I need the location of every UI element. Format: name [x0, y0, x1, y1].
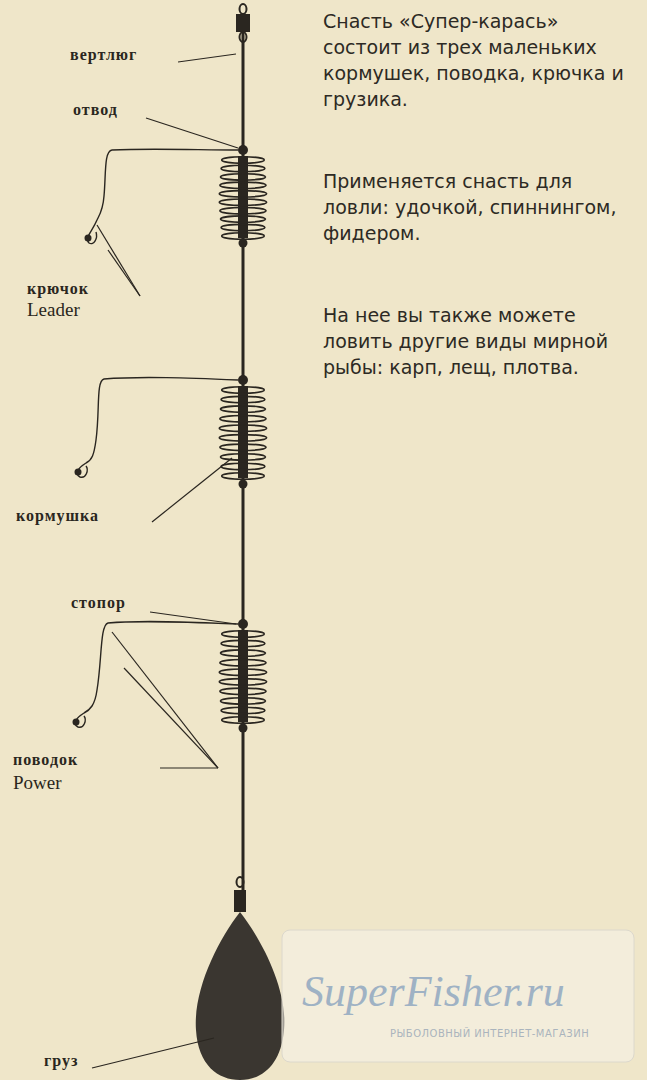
coil-winding [220, 688, 266, 694]
coil-winding [222, 387, 265, 393]
part-name: Leader [27, 300, 147, 320]
part-name: Power [13, 773, 133, 793]
part-name: отвод [73, 101, 153, 119]
coil-winding [222, 717, 265, 723]
note-text: Применяется снасть для ловли: удочкой, с… [323, 168, 641, 246]
part-name: крючок [27, 280, 147, 298]
coil-winding [222, 473, 265, 479]
coil-winding [221, 406, 266, 412]
note-text: На нее вы также можете ловить другие вид… [323, 302, 641, 380]
coil-winding [219, 199, 266, 205]
coil-winding [221, 454, 266, 460]
coil-winding [221, 174, 266, 180]
part-name: вертлюг [70, 46, 180, 64]
coil-winding [219, 669, 266, 675]
coil-winding [220, 415, 266, 421]
watermark-panel [282, 930, 634, 1062]
sinker-symbol [196, 877, 285, 1080]
watermark: РЫБОЛОВНЫЙ ИНТЕРНЕТ-МАГАЗИН [390, 1028, 630, 1040]
coil-winding [222, 157, 265, 163]
coil-winding [220, 659, 266, 665]
coil-winding [221, 698, 266, 704]
coil-winding [220, 444, 266, 450]
watermark: SuperFisher.ru [302, 968, 632, 1016]
coil-winding [222, 631, 265, 637]
coil-winding [220, 207, 266, 213]
coil-winding [221, 396, 265, 402]
coil-winding [219, 191, 266, 197]
feeder-symbol [219, 145, 266, 733]
coil-winding [221, 224, 265, 230]
coil-winding [219, 435, 266, 441]
coil-winding [219, 679, 266, 685]
coil-winding [221, 216, 266, 222]
coil-winding [221, 640, 265, 646]
part-name: груз [44, 1052, 114, 1070]
coil-winding [221, 165, 265, 171]
coil-winding [221, 650, 266, 656]
pointer-line [92, 54, 238, 1068]
note-text: Снасть «Супер-карась» состоит из трех ма… [323, 8, 641, 112]
leader-line [75, 149, 238, 727]
coil-winding [219, 425, 266, 431]
part-name: стопор [71, 594, 161, 612]
swivel-symbol [237, 4, 249, 42]
coil-winding [222, 233, 265, 239]
part-name: поводок [13, 751, 153, 769]
part-name: кормушка [16, 507, 156, 525]
coil-winding [220, 182, 266, 188]
coil-winding [221, 707, 265, 713]
coil-winding [221, 463, 265, 469]
